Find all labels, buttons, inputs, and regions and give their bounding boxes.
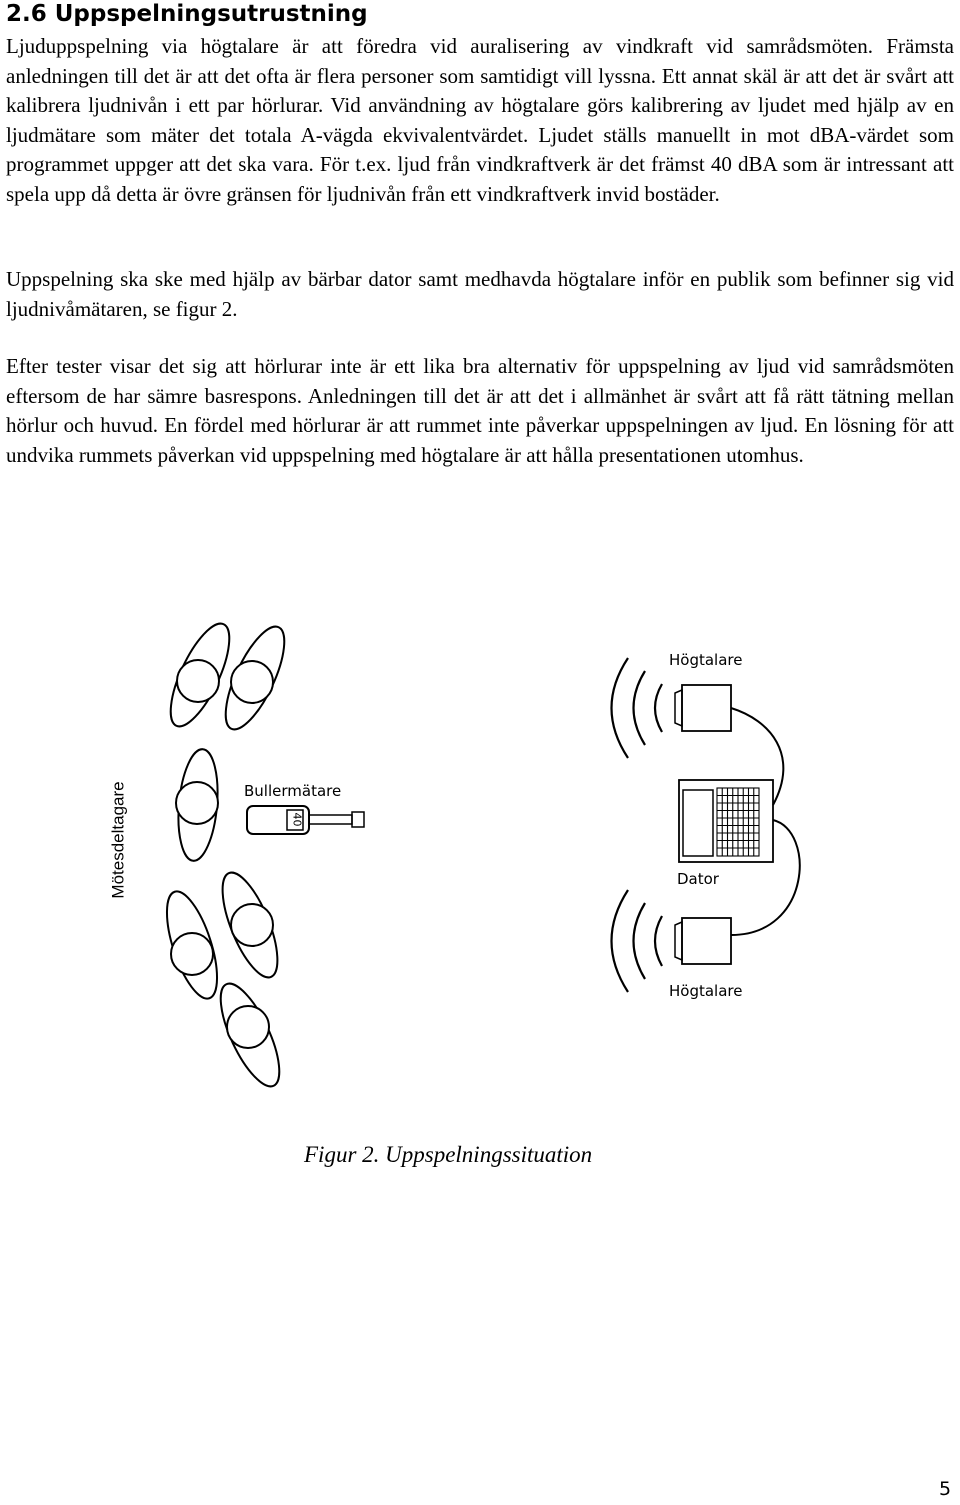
sound-meter-display: 40 [290, 812, 304, 827]
sound-meter-label: Bullermätare [244, 782, 342, 800]
participants-label: Mötesdeltagare [108, 781, 128, 899]
computer-label: Dator [677, 870, 719, 888]
participant-1 [169, 622, 231, 728]
speaker-bottom-icon [610, 889, 732, 993]
participant-6 [219, 982, 281, 1088]
participant-4 [165, 890, 219, 1000]
speaker-top-icon [610, 657, 732, 759]
body-paragraph: Uppspelning ska ske med hjälp av bärbar … [6, 267, 954, 321]
sound-meter-icon [246, 805, 365, 835]
speaker-bottom-label: Högtalare [669, 982, 743, 1000]
cable-top [730, 707, 785, 806]
section-heading: 2.6 Uppspelningsutrustning [6, 1, 368, 27]
speaker-top-label: Högtalare [669, 651, 743, 669]
participant-2 [224, 625, 286, 731]
participant-5 [221, 871, 279, 979]
cable-bottom [730, 819, 801, 936]
laptop-icon [678, 779, 774, 863]
body-paragraph: Efter tester visar det sig att hörlurar … [6, 354, 954, 467]
body-paragraph: Ljuduppspelning via högtalare är att för… [6, 34, 954, 206]
figure-caption: Figur 2. Uppspelningssituation [304, 1142, 593, 1167]
page-number: 5 [939, 1478, 952, 1500]
participant-3 [175, 748, 219, 862]
